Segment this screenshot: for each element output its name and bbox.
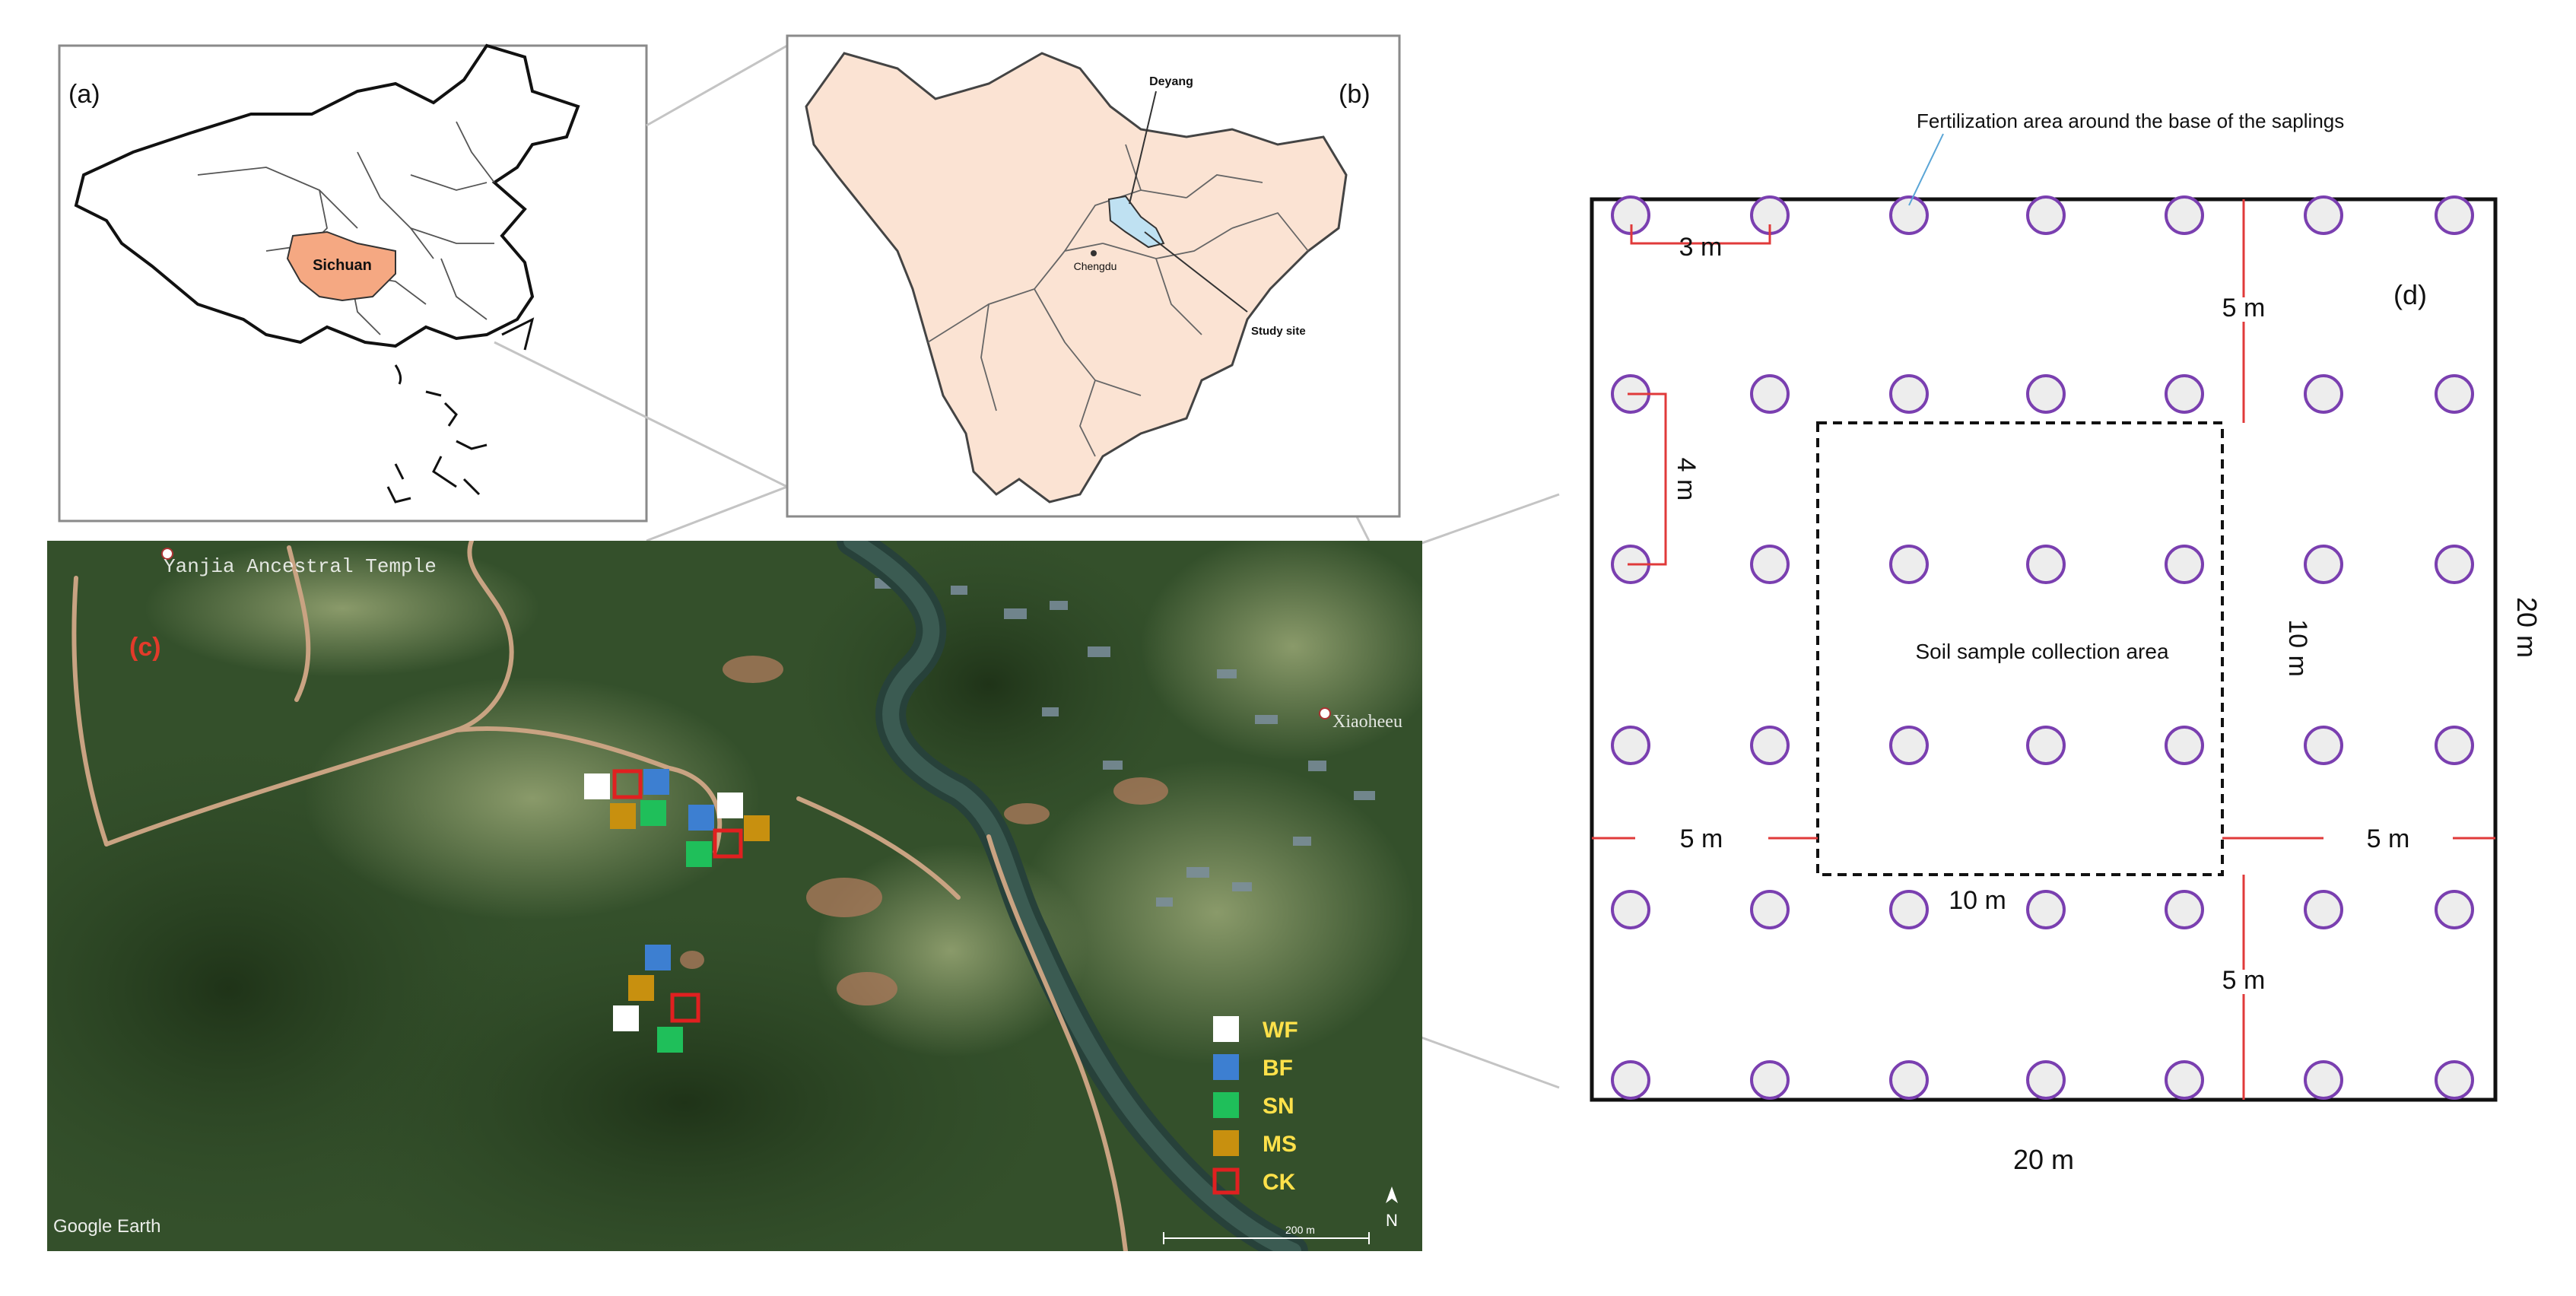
place-label-village: Xiaoheeu: [1332, 712, 1402, 732]
deyang-area: [1107, 195, 1165, 249]
sapling-circle: [1611, 726, 1650, 765]
sapling-circle: [2026, 545, 2066, 584]
fertilization-pointer: [1908, 133, 1944, 206]
deyang-label: Deyang: [1149, 75, 1193, 88]
plot-legend: WF BF SN MS CK: [1212, 1016, 1298, 1195]
legend-item-ck: CK: [1212, 1167, 1296, 1195]
sapling-circle: [2026, 890, 2066, 929]
china-outline: [74, 43, 580, 348]
sapling-grid: [1611, 195, 2474, 1100]
panel-d-label: (d): [2393, 279, 2427, 310]
sapling-circle: [2165, 545, 2204, 584]
google-earth-watermark: Google Earth: [53, 1216, 160, 1237]
fertilization-note: Fertilization area around the base of th…: [1917, 110, 2344, 132]
sapling-circle: [1611, 1060, 1650, 1100]
dim-spacing-y: 4 m: [1672, 458, 1701, 501]
svg-text:N: N: [1386, 1211, 1398, 1230]
sapling-circle: [1889, 195, 1929, 235]
sapling-circle: [1889, 1060, 1929, 1100]
roads: [71, 541, 1128, 1251]
sapling-circle: [2165, 890, 2204, 929]
sapling-circle: [1889, 545, 1929, 584]
dim-plot-width: 20 m: [2013, 1144, 2074, 1175]
dim-margin-top: 5 m: [2222, 294, 2266, 322]
sapling-circle: [1750, 374, 1790, 414]
sapling-circle: [2435, 890, 2474, 929]
sapling-circle: [1750, 545, 1790, 584]
sapling-circle: [2435, 545, 2474, 584]
north-arrow-icon: N: [1386, 1186, 1398, 1230]
sapling-circle: [2435, 374, 2474, 414]
bare-soil-patches: [680, 656, 1168, 1005]
sapling-circle: [2026, 1060, 2066, 1100]
plot-cluster-3: [613, 945, 700, 1053]
svg-text:SN: SN: [1263, 1094, 1294, 1119]
study-site-label: Study site: [1251, 325, 1306, 338]
panel-b-map-sichuan: Chengdu Deyang Study site (b): [786, 34, 1401, 518]
legend-item-bf: BF: [1213, 1054, 1293, 1081]
sapling-circle: [2026, 195, 2066, 235]
dim-margin-right: 5 m: [2367, 824, 2410, 853]
soil-sample-area: [1816, 421, 2224, 876]
panel-a-label: (a): [68, 80, 100, 109]
dimension-lines: [1592, 199, 2495, 1100]
sapling-circle: [2304, 374, 2343, 414]
dim-inner-height: 10 m: [2283, 619, 2312, 677]
legend-item-sn: SN: [1213, 1092, 1294, 1119]
dim-inner-width: 10 m: [1949, 886, 2006, 915]
sapling-circle: [1750, 726, 1790, 765]
svg-text:CK: CK: [1263, 1170, 1296, 1195]
sapling-circle: [1889, 890, 1929, 929]
sapling-circle: [2435, 726, 2474, 765]
prefecture-borders: [927, 144, 1309, 457]
sapling-circle: [2304, 890, 2343, 929]
sapling-circle: [2165, 1060, 2204, 1100]
sapling-circle: [1611, 890, 1650, 929]
sapling-circle: [2165, 195, 2204, 235]
sapling-circle: [2165, 374, 2204, 414]
dim-spacing-x: 3 m: [1679, 233, 1723, 262]
sapling-circle: [1889, 374, 1929, 414]
svg-text:200 m: 200 m: [1285, 1224, 1315, 1236]
sapling-circle: [1750, 1060, 1790, 1100]
dim-margin-bottom: 5 m: [2222, 966, 2266, 995]
svg-text:BF: BF: [1263, 1056, 1293, 1081]
sapling-circle: [2026, 374, 2066, 414]
sapling-circle: [2304, 726, 2343, 765]
sapling-circle: [2304, 1060, 2343, 1100]
sichuan-label: Sichuan: [313, 257, 372, 274]
plot-cluster-1: [584, 769, 669, 829]
panel-c-label: (c): [129, 633, 161, 662]
place-label-temple: Yanjia Ancestral Temple: [164, 555, 437, 578]
panel-b-label: (b): [1339, 80, 1371, 109]
dimension-labels: 3 m 4 m 5 m 5 m 5 m 5 m 10 m 10 m 20 m 2…: [1672, 233, 2543, 1175]
svg-text:WF: WF: [1263, 1018, 1298, 1043]
dim-plot-height: 20 m: [2511, 597, 2543, 658]
svg-text:MS: MS: [1263, 1132, 1297, 1157]
sapling-circle: [1750, 890, 1790, 929]
south-china-sea-islands: [386, 317, 535, 503]
sapling-circle: [2435, 195, 2474, 235]
legend-item-ms: MS: [1213, 1130, 1297, 1157]
chengdu-marker: [1091, 250, 1097, 256]
legend-item-wf: WF: [1213, 1016, 1298, 1043]
dim-margin-left: 5 m: [1680, 824, 1723, 853]
soil-sample-area-label: Soil sample collection area: [1915, 640, 2168, 663]
plot-cluster-2: [686, 793, 770, 867]
sapling-circle: [2304, 195, 2343, 235]
sichuan-province: [286, 230, 396, 302]
scale-bar: 200 m: [1163, 1224, 1370, 1244]
sapling-circle: [2435, 1060, 2474, 1100]
panel-a-map-china: Sichuan (a): [58, 43, 648, 523]
plot-boundary: [1590, 197, 2498, 1102]
panel-c-satellite: Yanjia Ancestral Temple Xiaoheeu (c) WF …: [47, 541, 1422, 1251]
sapling-circle: [2304, 545, 2343, 584]
chengdu-label: Chengdu: [1074, 260, 1117, 272]
sapling-circle: [1889, 726, 1929, 765]
sapling-circle: [2165, 726, 2204, 765]
panel-d-plot-layout: Fertilization area around the base of th…: [1590, 110, 2543, 1175]
sapling-circle: [2026, 726, 2066, 765]
